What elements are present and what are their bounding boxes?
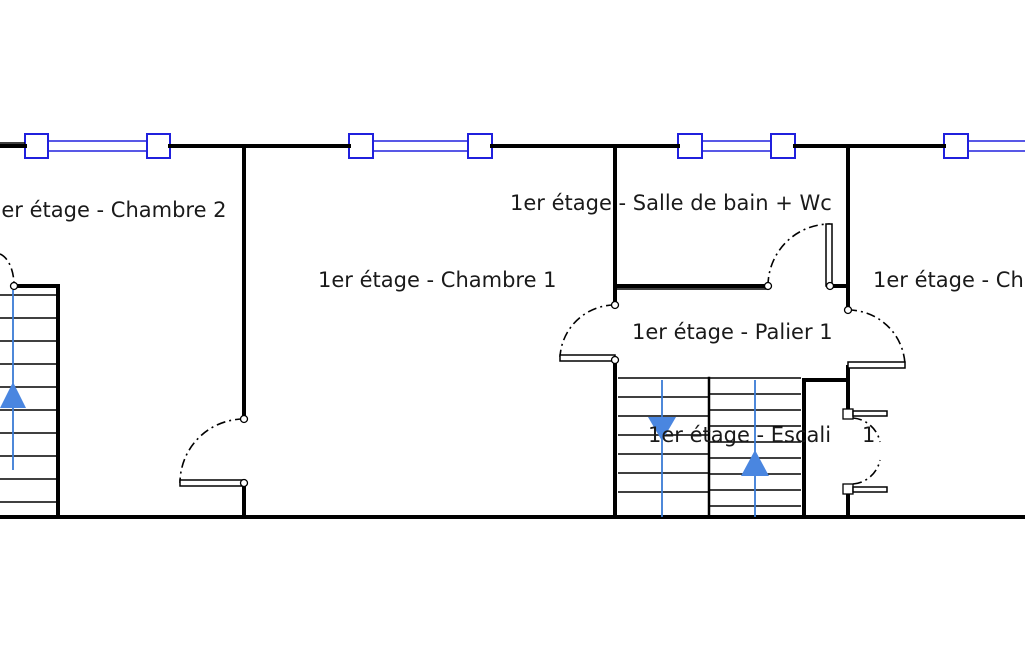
room-label-salle-de-bain: 1er étage - Salle de bain + Wc: [510, 191, 832, 215]
room-label-chambre-2: 1er étage - Chambre 2: [0, 198, 227, 222]
window-2: [348, 133, 493, 159]
door-closet: [842, 408, 888, 495]
room-label-chambre-3: 1er étage - Ch: [873, 268, 1024, 292]
door-salle-de-bain: [763, 223, 835, 291]
room-label-chambre-1: 1er étage - Chambre 1: [318, 268, 557, 292]
room-label-escalier-num: 1: [862, 423, 875, 447]
door-chambre-2: [179, 414, 249, 488]
stair-left: [0, 290, 58, 503]
stair-up-arrow-icon: [741, 450, 769, 476]
walls: [0, 142, 1025, 519]
stair-center: [618, 376, 801, 519]
window-3: [677, 133, 796, 159]
door-stair-left: [0, 253, 19, 291]
room-label-palier-1: 1er étage - Palier 1: [632, 320, 833, 344]
stair-down-arrow-icon: [648, 417, 676, 441]
window-4: [943, 133, 1025, 159]
room-labels: 1er étage - Chambre 2 1er étage - Chambr…: [0, 191, 1024, 447]
door-chambre-1: [559, 300, 620, 365]
window-1: [24, 133, 171, 159]
stair-up-arrow-icon: [0, 382, 26, 408]
door-chambre-3: [843, 305, 906, 369]
room-label-escalier: 1er étage - Escali: [648, 423, 831, 447]
